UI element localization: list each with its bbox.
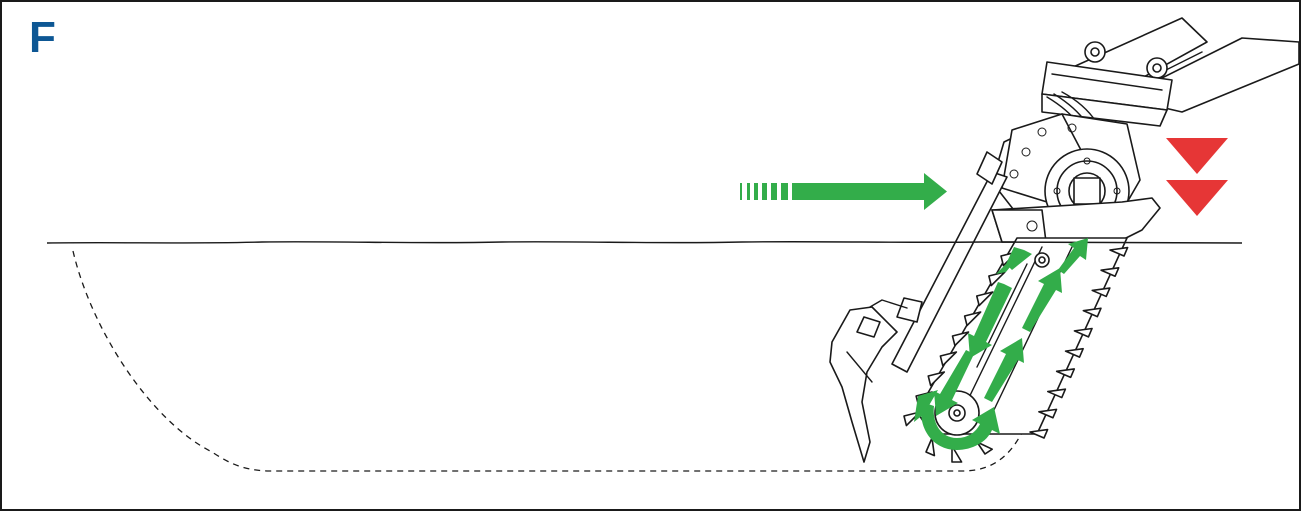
- upper-idler: [1035, 253, 1049, 267]
- feed-direction-arrow: [740, 173, 947, 210]
- digging-tooth: [1030, 430, 1048, 438]
- lowering-indicators: [1166, 138, 1228, 216]
- triangle-down-icon: [1166, 138, 1228, 174]
- arrow-right-icon: [792, 173, 947, 210]
- ground-surface-line: [47, 242, 1242, 243]
- triangle-down-icon: [1166, 180, 1228, 216]
- crumber-blade: [830, 298, 922, 462]
